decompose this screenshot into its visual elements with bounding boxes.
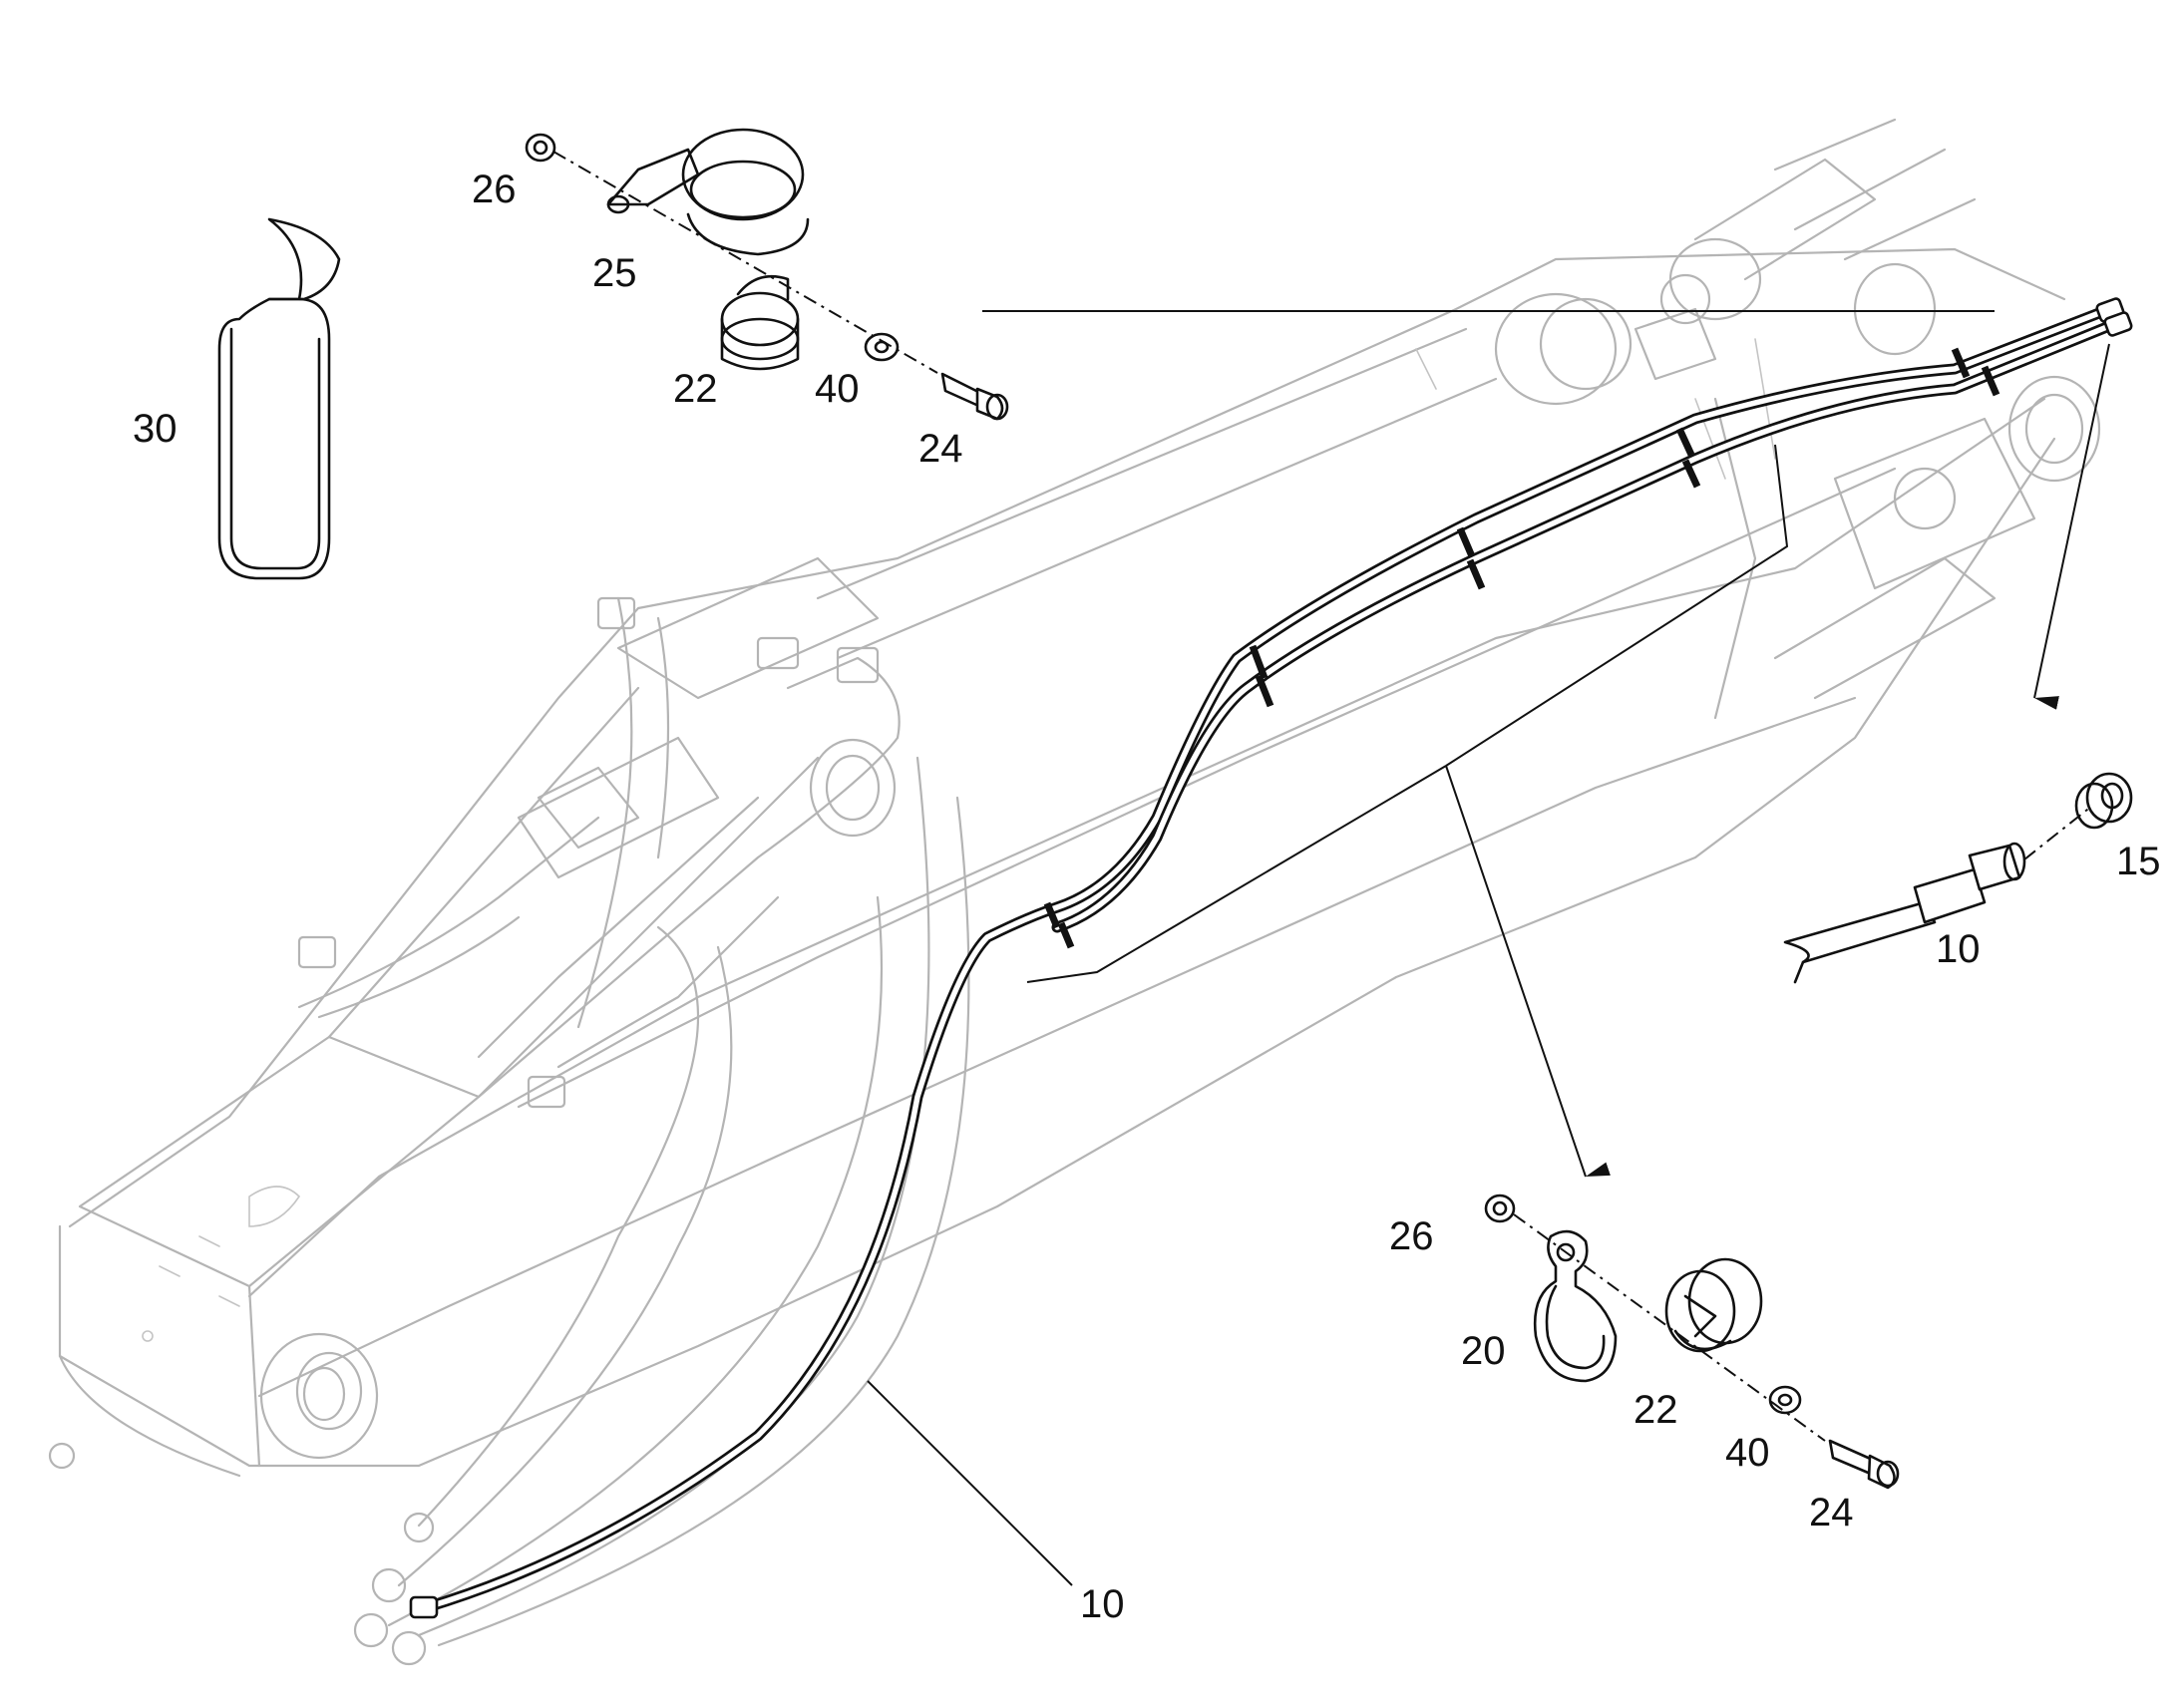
excavator-boom (48, 118, 2101, 1666)
screw-part-24-top (940, 372, 1009, 421)
washer-part-40-top (864, 332, 900, 362)
fitting-part-15 (2074, 772, 2133, 830)
callout-40-bottom: 40 (1725, 1431, 1770, 1475)
callout-22-top: 22 (673, 367, 718, 411)
callout-24-top: 24 (918, 427, 963, 471)
callout-26-bottom: 26 (1389, 1214, 1434, 1258)
clamp-group-top (525, 128, 1009, 421)
leader-lines (867, 310, 2110, 1586)
callout-22-bottom: 22 (1634, 1388, 1678, 1432)
callout-10-bottom: 10 (1080, 1582, 1125, 1626)
nut-part-26-bottom (1484, 1194, 1516, 1223)
hose-assembly (409, 297, 2133, 1619)
callout-15: 15 (2116, 840, 2161, 883)
callout-10-right: 10 (1936, 927, 1981, 971)
clamp-part-25 (606, 128, 810, 256)
callout-40-top: 40 (815, 367, 860, 411)
callout-26-top: 26 (472, 168, 517, 211)
screw-part-24-bottom (1828, 1439, 1900, 1490)
callouts: 26 25 22 40 24 30 15 10 10 26 20 22 40 2… (133, 168, 2161, 1626)
strap-part-30 (217, 217, 341, 580)
callout-20: 20 (1461, 1329, 1506, 1373)
hose-end-part-10 (1783, 842, 2026, 984)
callout-25: 25 (592, 251, 637, 295)
callout-30: 30 (133, 407, 178, 451)
washer-part-40-bottom (1768, 1385, 1802, 1415)
clamp-part-20 (1533, 1229, 1618, 1383)
bushing-part-22-top (720, 274, 800, 371)
clamp-group-bottom (1484, 1194, 1900, 1490)
nut-part-26-top (525, 133, 556, 163)
bushing-part-22-bottom (1664, 1257, 1763, 1353)
fitting-group-right (1783, 772, 2133, 984)
callout-24-bottom: 24 (1809, 1491, 1854, 1535)
